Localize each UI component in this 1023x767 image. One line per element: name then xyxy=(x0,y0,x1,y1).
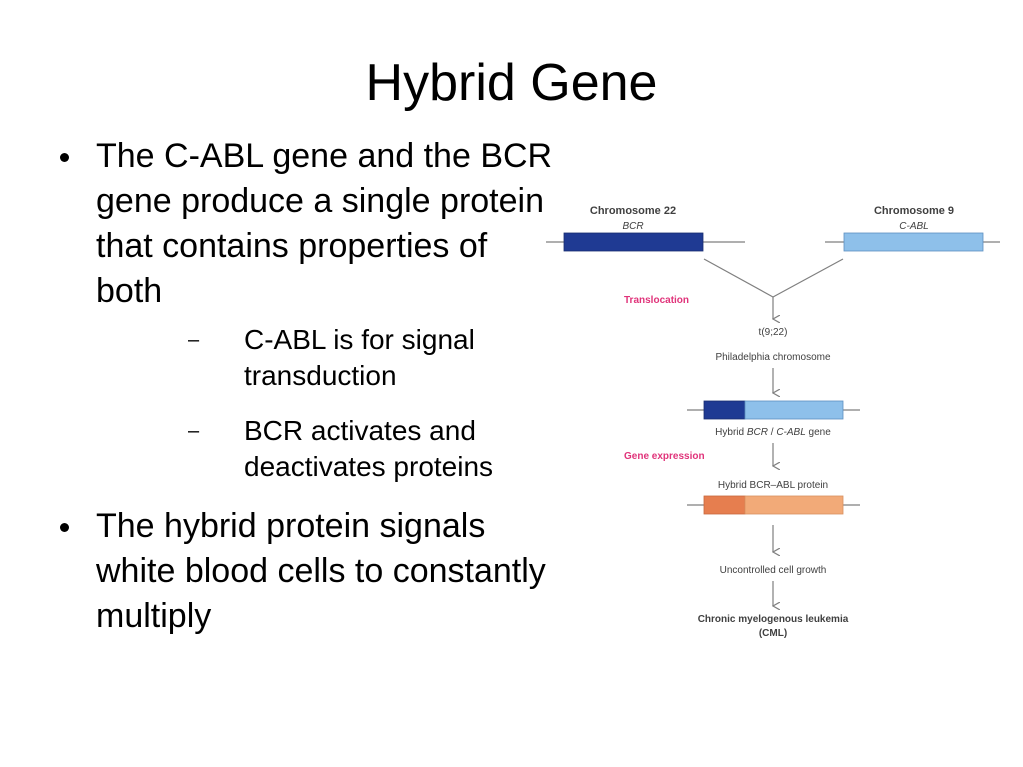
hybrid-gene-bcr-part xyxy=(703,400,746,420)
bullet-text: The C-ABL gene and the BCR gene produce … xyxy=(96,137,553,310)
converge-line-right xyxy=(772,258,844,298)
cabl-gene-label: C-ABL xyxy=(899,221,928,232)
bullet-item: The C-ABL gene and the BCR gene produce … xyxy=(55,134,555,485)
bcr-gene-label: BCR xyxy=(622,221,643,232)
slide-title: Hybrid Gene xyxy=(365,54,658,112)
cabl-segment xyxy=(843,232,984,252)
cml-label-line2: (CML) xyxy=(759,628,787,639)
translocation-code: t(9;22) xyxy=(759,327,788,338)
cml-label-line1: Chronic myelogenous leukemia xyxy=(698,614,849,625)
bullet-dot-icon xyxy=(60,523,69,532)
bcr-segment xyxy=(563,232,704,252)
bullet-text: The hybrid protein signals white blood c… xyxy=(96,507,546,635)
bullet-dot-icon xyxy=(60,153,69,162)
dash-icon: – xyxy=(188,329,200,351)
sub-bullet-item: – C-ABL is for signal transduction xyxy=(96,322,555,394)
dash-icon: – xyxy=(188,420,200,442)
hybrid-protein-abl-part xyxy=(744,495,844,515)
gene-expression-label: Gene expression xyxy=(624,451,705,462)
bullet-item: The hybrid protein signals white blood c… xyxy=(55,504,555,639)
hybrid-gene-cabl-part xyxy=(744,400,844,420)
chromosome-9-label: Chromosome 9 xyxy=(874,205,954,217)
uncontrolled-growth-label: Uncontrolled cell growth xyxy=(720,565,827,576)
translocation-diagram: Chromosome 22 BCR Chromosome 9 C-ABL Tra… xyxy=(546,205,1000,639)
converge-line-left xyxy=(703,258,774,298)
bullet-list: The C-ABL gene and the BCR gene produce … xyxy=(55,134,555,639)
hybrid-gene-label: Hybrid BCR / C-ABL gene xyxy=(715,427,831,438)
sub-bullet-text: C-ABL is for signal transduction xyxy=(244,324,475,391)
sub-bullet-item: – BCR activates and deactivates proteins xyxy=(96,413,555,485)
chromosome-22-label: Chromosome 22 xyxy=(590,205,676,217)
sub-bullet-list: – C-ABL is for signal transduction – BCR… xyxy=(96,322,555,485)
hybrid-protein-label: Hybrid BCR–ABL protein xyxy=(718,480,828,491)
hybrid-protein-bcr-part xyxy=(703,495,746,515)
sub-bullet-text: BCR activates and deactivates proteins xyxy=(244,415,494,482)
translocation-label: Translocation xyxy=(624,295,689,306)
philadelphia-label: Philadelphia chromosome xyxy=(715,352,831,363)
